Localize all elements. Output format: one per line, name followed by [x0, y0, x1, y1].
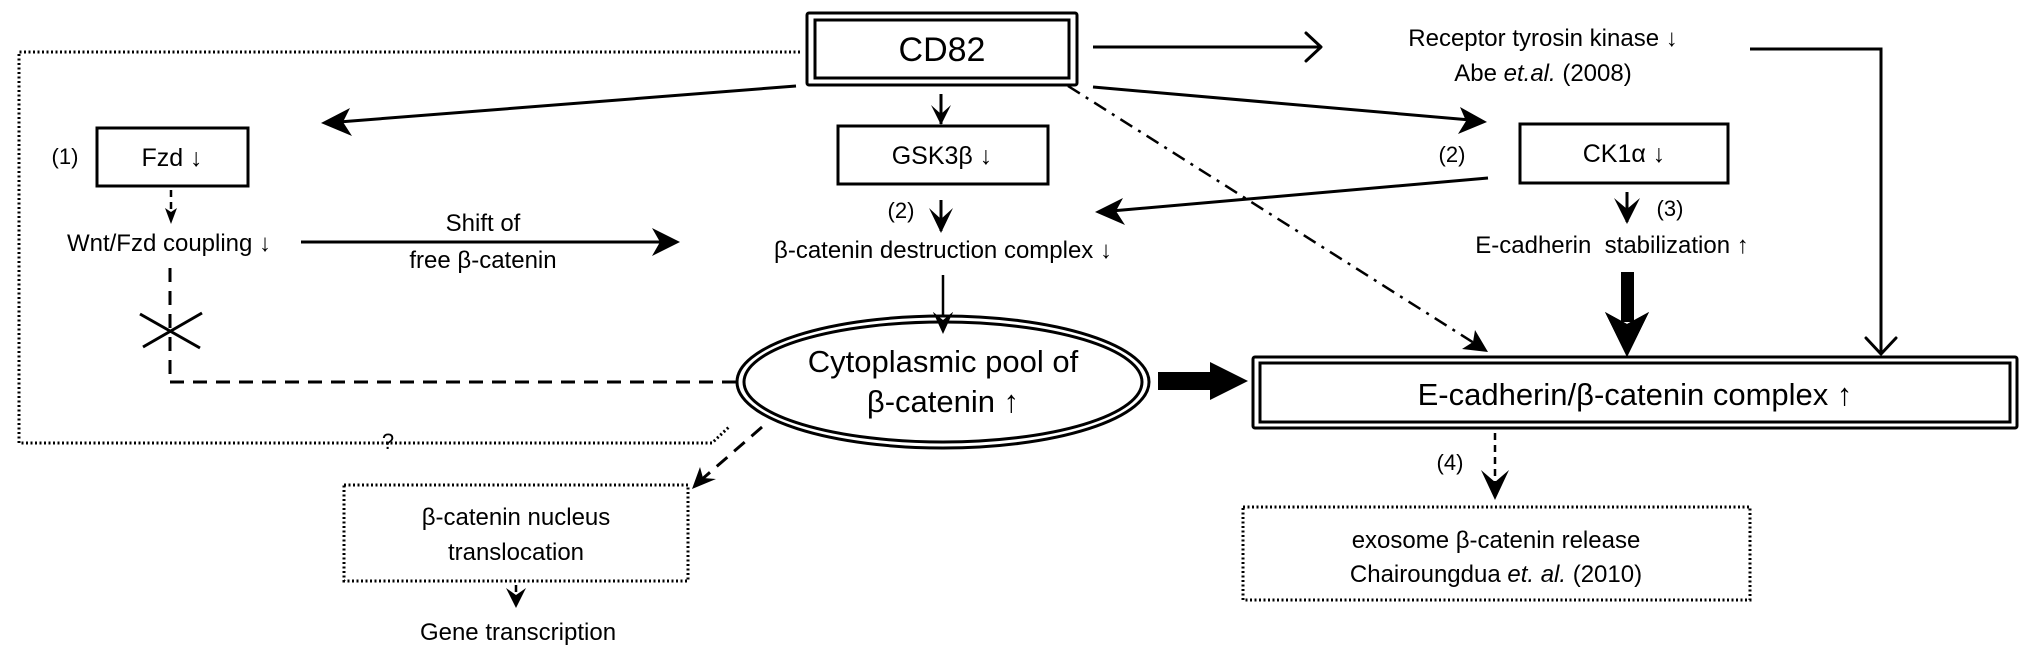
- nucleus-label-line1: β-catenin nucleus: [422, 504, 611, 531]
- gsk3b-label: GSK3β ↓: [892, 142, 993, 170]
- cd82-to-fzd-edge: [321, 84, 797, 136]
- cytoplasmic-pool-node: Cytoplasmic pool of β-catenin ↑: [735, 314, 1151, 450]
- destruction-complex-node: β-catenin destruction complex ↓: [774, 237, 1112, 264]
- receptor-to-complex-edge: [1750, 47, 1898, 356]
- step1-label: (1): [52, 144, 79, 169]
- step3-label: (3): [1657, 196, 1684, 221]
- e-cadherin-stabilization-node: E-cadherin stabilization ↑: [1475, 232, 1748, 259]
- complex-label: E-cadherin/β-catenin complex ↑: [1418, 377, 1853, 412]
- fzd-to-wnt-edge: [165, 190, 177, 224]
- exosome-label-line1: exosome β-catenin release: [1352, 527, 1641, 554]
- e-cadherin-beta-catenin-complex-node: E-cadherin/β-catenin complex ↑: [1251, 355, 2019, 430]
- wnt-to-destruction-edge: Shift of free β-catenin: [301, 210, 680, 274]
- step4-label: (4): [1437, 450, 1464, 475]
- nucleus-translocation-node: β-catenin nucleus translocation: [342, 483, 690, 583]
- gene-transcription-node: Gene transcription: [420, 619, 616, 646]
- fzd-node: Fzd ↓: [95, 126, 250, 188]
- shift-label-line2: free β-catenin: [409, 247, 556, 274]
- ck1a-to-stabilization-edge: [1614, 192, 1640, 224]
- step2-ck1a-label: (2): [1439, 142, 1466, 167]
- exosome-release-node: exosome β-catenin release Chairoungdua e…: [1241, 505, 1752, 602]
- pool-incoming-arrowhead: [933, 312, 953, 334]
- ck1a-to-destruction-edge: [1095, 176, 1489, 225]
- nucleus-to-gene-edge: [506, 585, 526, 608]
- cd82-to-gsk3b-edge: [931, 94, 951, 125]
- cd82-label: CD82: [899, 31, 986, 69]
- ck1a-label: CK1α ↓: [1583, 140, 1666, 168]
- nucleus-label-line2: translocation: [448, 539, 584, 566]
- step2-gsk3b-label: (2): [888, 198, 915, 223]
- exosome-citation: Chairoungdua et. al. (2010): [1350, 561, 1642, 588]
- question-mark-label: ?: [382, 429, 394, 454]
- cd82-dotted-loop-edge: [17, 50, 800, 445]
- shift-label-line1: Shift of: [446, 210, 521, 237]
- pool-to-nucleus-edge: [692, 425, 763, 489]
- fzd-label: Fzd ↓: [141, 144, 202, 172]
- receptor-citation: Abe et.al. (2008): [1454, 60, 1631, 87]
- receptor-label: Receptor tyrosin kinase ↓: [1408, 25, 1677, 52]
- pool-label-line2: β-catenin ↑: [867, 384, 1019, 419]
- wnt-to-pool-blocked-edge: [168, 268, 768, 390]
- wnt-fzd-coupling-node: Wnt/Fzd coupling ↓: [67, 230, 271, 257]
- blocked-cross-icon: [139, 311, 203, 350]
- cd82-node: CD82: [805, 11, 1079, 87]
- pool-label-line1: Cytoplasmic pool of: [808, 344, 1079, 379]
- receptor-tyrosin-kinase-node: Receptor tyrosin kinase ↓ Abe et.al. (20…: [1408, 25, 1677, 87]
- gsk3b-to-destruction-edge: [929, 200, 953, 233]
- ck1a-node: CK1α ↓: [1518, 122, 1730, 185]
- stabilization-arrowhead: [1605, 312, 1649, 357]
- cd82-to-receptor-edge: [1093, 31, 1323, 63]
- gsk3b-node: GSK3β ↓: [836, 124, 1050, 186]
- complex-to-exosome-edge: [1481, 433, 1509, 500]
- cd82-to-ck1a-edge: [1092, 85, 1487, 134]
- cd82-to-complex-dashdot-edge: [1067, 84, 1488, 352]
- pool-to-complex-edge: [1158, 362, 1248, 400]
